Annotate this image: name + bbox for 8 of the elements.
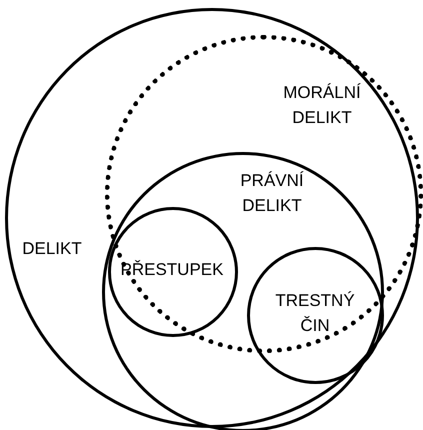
set-label: PRÁVNÍ DELIKT <box>239 170 305 217</box>
set-circle <box>102 152 384 430</box>
set-label: MORÁLNÍ DELIKT <box>282 82 362 129</box>
set-label: PŘESTUPEK <box>120 259 224 281</box>
set-label: TRESTNÝ ČIN <box>274 290 356 337</box>
dotted-set-circle <box>105 35 423 353</box>
set-label: DELIKT <box>21 238 83 260</box>
set-circle <box>108 207 238 337</box>
